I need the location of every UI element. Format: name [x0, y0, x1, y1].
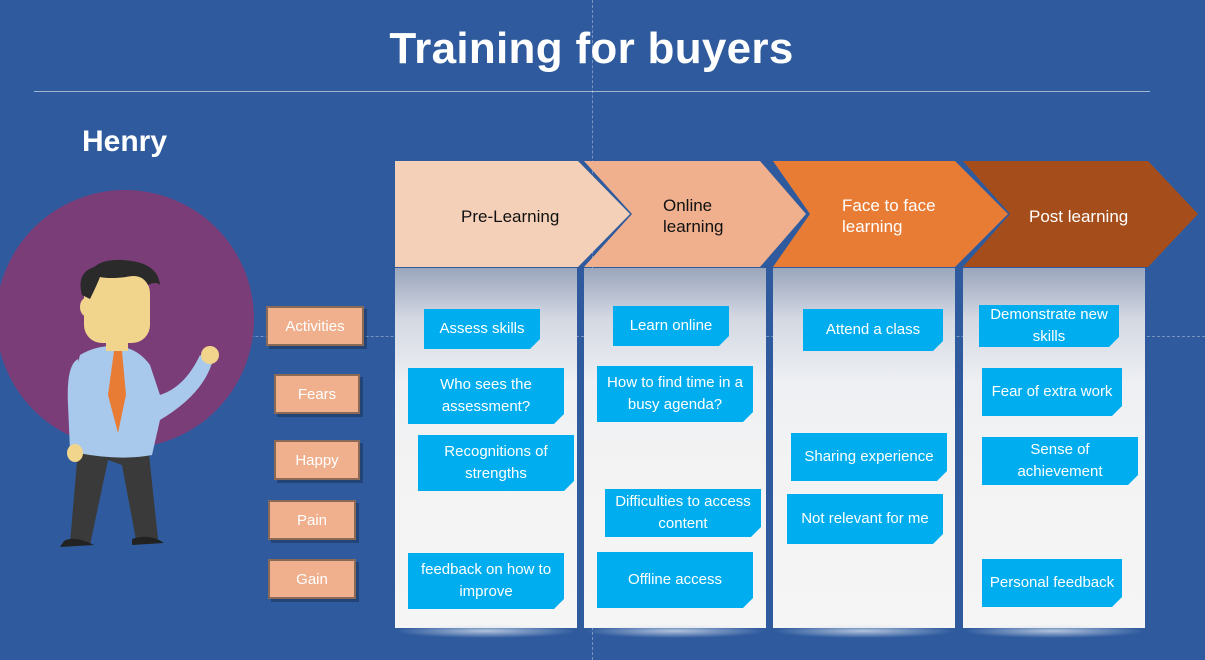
column-shadow [395, 624, 577, 638]
note-face-activities: Attend a class [803, 309, 943, 351]
stage-label-online-learning: Online learning [663, 196, 724, 236]
note-pre-happy: Recognitions of strengths [418, 435, 574, 491]
chevron-face-to-face [773, 161, 1008, 267]
stage-label-post-learning: Post learning [1029, 207, 1129, 226]
note-online-activities: Learn online [613, 306, 729, 346]
column-shadow [963, 624, 1145, 638]
column-shadow [584, 624, 766, 638]
chevron-online-learning [584, 161, 806, 267]
row-label-pain: Pain [268, 500, 356, 540]
page-title: Training for buyers [389, 24, 794, 73]
column-shadow [773, 624, 955, 638]
note-online-fears: How to find time in a busy agenda? [597, 366, 753, 422]
persona-name: Henry [82, 125, 168, 158]
stage-label-pre-learning: Pre-Learning [461, 207, 560, 226]
chevron-post-learning [963, 161, 1198, 267]
row-label-activities: Activities [266, 306, 364, 346]
note-pre-gain: feedback on how to improve [408, 553, 564, 609]
note-post-happy: Sense of achievement [982, 437, 1138, 485]
note-pre-fears: Who sees the assessment? [408, 368, 564, 424]
title-divider [34, 91, 1150, 92]
businessman-illustration [60, 259, 219, 547]
note-online-gain: Offline access [597, 552, 753, 608]
stage-label-face-to-face: Face to face learning [842, 196, 936, 236]
note-online-pain: Difficulties to access content [605, 489, 761, 537]
row-label-gain: Gain [268, 559, 356, 599]
chevron-pre-learning [395, 161, 630, 267]
row-label-happy: Happy [274, 440, 360, 480]
note-face-happy: Sharing experience [791, 433, 947, 481]
note-post-gain: Personal feedback [982, 559, 1122, 607]
note-post-fears: Fear of extra work [982, 368, 1122, 416]
note-post-activities: Demonstrate new skills [979, 305, 1119, 347]
note-face-pain: Not relevant for me [787, 494, 943, 544]
row-label-fears: Fears [274, 374, 360, 414]
note-pre-activities: Assess skills [424, 309, 540, 349]
